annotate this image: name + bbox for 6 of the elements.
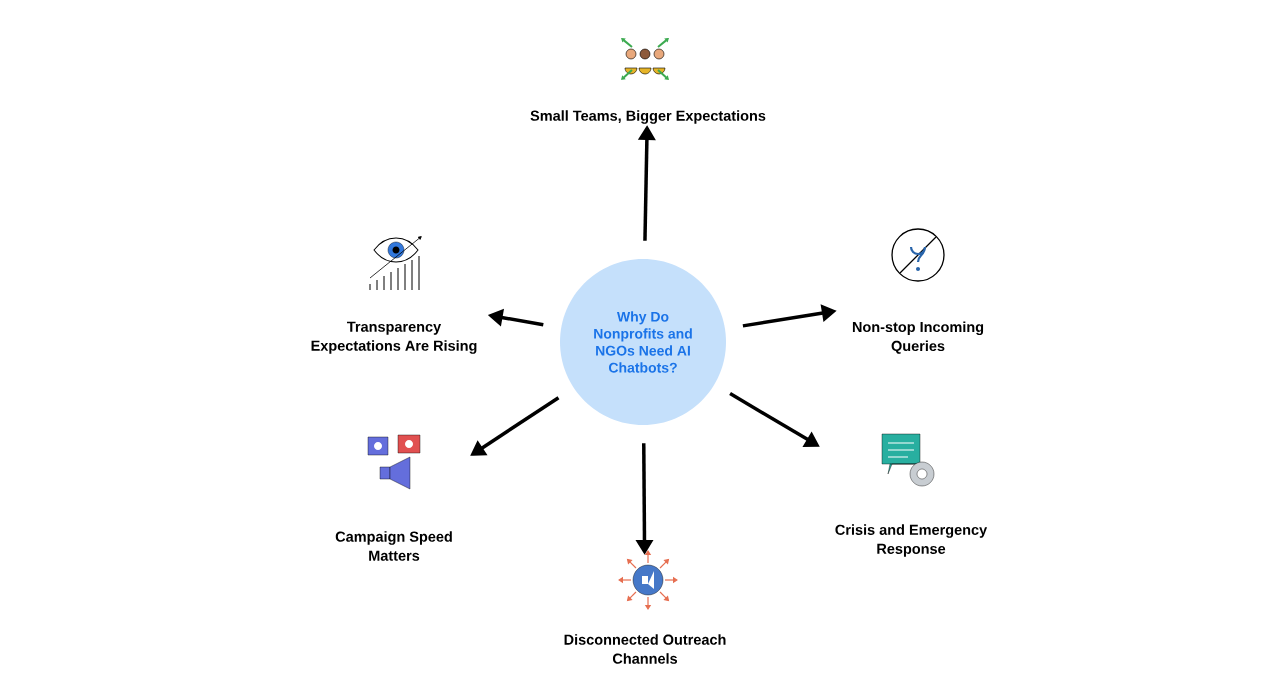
heading: Crisis and Emergency Response <box>835 524 988 557</box>
heading: Transparency Expectations Are Rising <box>311 321 477 354</box>
heading: Campaign Speed Matters <box>335 531 452 561</box>
heading: Disconnected Outreach Channels <box>564 634 726 664</box>
heading: Small Teams, Bigger Expectations <box>530 110 766 124</box>
heading: Non-stop Incoming Queries <box>852 321 984 354</box>
